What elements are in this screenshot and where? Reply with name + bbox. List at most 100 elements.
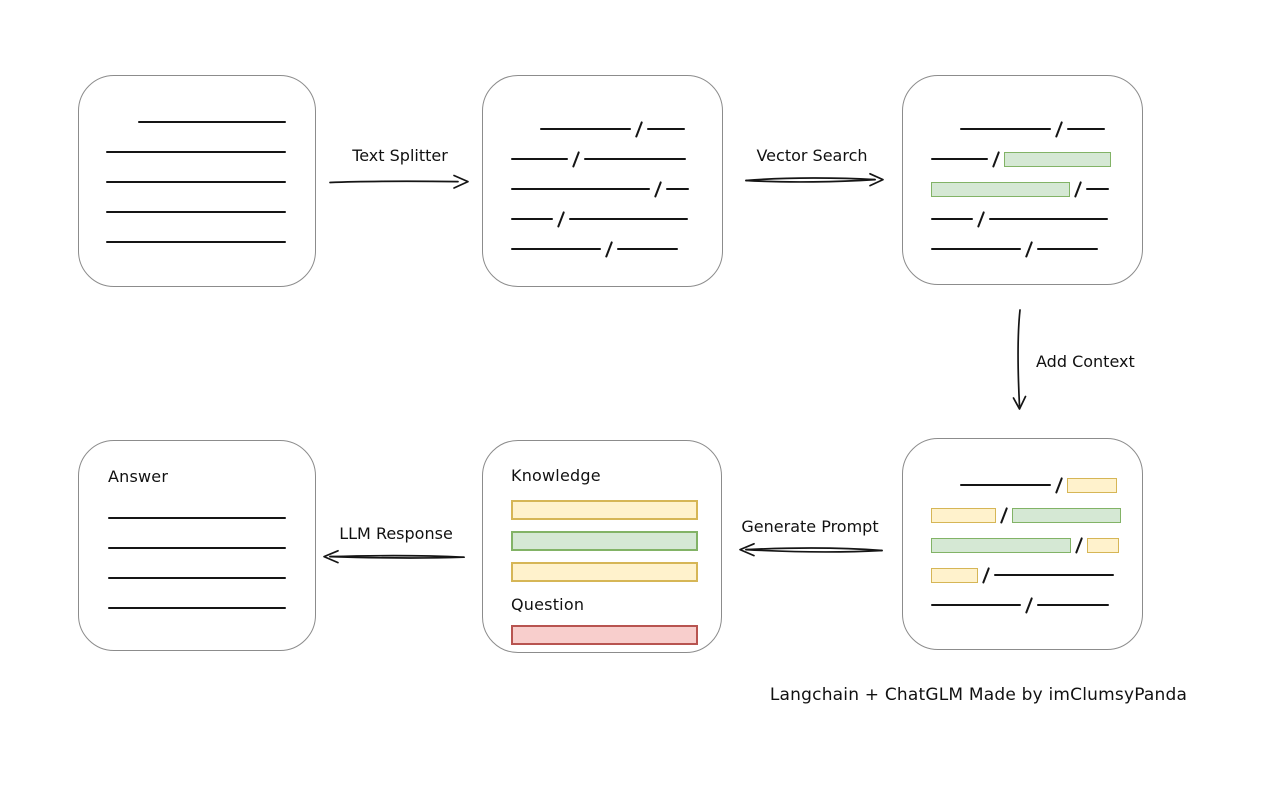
text-line bbox=[1037, 604, 1110, 606]
context-node bbox=[902, 438, 1143, 650]
chunk-separator bbox=[635, 120, 644, 138]
prompt-node: Knowledge Question bbox=[482, 440, 722, 653]
text-line bbox=[106, 211, 286, 213]
text-line bbox=[960, 484, 1051, 486]
chunk-row bbox=[106, 227, 315, 257]
indent-gap bbox=[931, 128, 960, 130]
llm-response-arrow: LLM Response bbox=[323, 524, 466, 566]
chunk-row bbox=[931, 204, 1142, 234]
chunk-row bbox=[511, 525, 721, 556]
text-line bbox=[138, 121, 286, 123]
chunk-row bbox=[106, 107, 315, 137]
chunk-row bbox=[106, 197, 315, 227]
generate-prompt-arrow: Generate Prompt bbox=[734, 517, 886, 559]
chunk-row bbox=[931, 114, 1142, 144]
indent-gap bbox=[931, 484, 960, 486]
chunk-row bbox=[931, 560, 1142, 590]
chunk-separator bbox=[982, 566, 991, 584]
chunk-separator bbox=[992, 150, 1001, 168]
text-line bbox=[989, 218, 1109, 220]
chunk-separator bbox=[557, 210, 566, 228]
chunk-separator bbox=[654, 180, 663, 198]
text-line bbox=[108, 517, 286, 519]
green-chunk-bar bbox=[511, 530, 698, 551]
add-context-label: Add Context bbox=[1036, 352, 1135, 371]
indent-gap bbox=[511, 128, 540, 130]
text-line bbox=[511, 188, 650, 190]
text-line bbox=[994, 574, 1115, 576]
add-context-arrow bbox=[1008, 308, 1032, 420]
text-line bbox=[108, 607, 286, 609]
chunk-row bbox=[511, 174, 722, 204]
chunk-row bbox=[931, 470, 1142, 500]
chunk-row bbox=[511, 204, 722, 234]
document-node bbox=[78, 75, 316, 287]
yellow-chunk-bar bbox=[511, 561, 698, 582]
chunk-separator bbox=[977, 210, 986, 228]
text-line bbox=[106, 181, 286, 183]
document-lines bbox=[106, 107, 315, 257]
text-line bbox=[647, 128, 686, 130]
green-chunk-bar bbox=[1012, 507, 1122, 523]
text-line bbox=[511, 248, 601, 250]
chunk-row bbox=[108, 593, 315, 623]
answer-heading: Answer bbox=[108, 467, 169, 486]
yellow-chunk-bar bbox=[931, 567, 978, 583]
text-splitter-arrow: Text Splitter bbox=[329, 146, 469, 191]
llm-response-label: LLM Response bbox=[339, 524, 453, 543]
chunk-row bbox=[106, 167, 315, 197]
chunk-row bbox=[931, 174, 1142, 204]
chunk-row bbox=[511, 234, 722, 264]
chunk-separator bbox=[1075, 536, 1084, 554]
green-chunk-bar bbox=[1004, 151, 1112, 167]
chunk-separator bbox=[572, 150, 581, 168]
answer-lines bbox=[108, 503, 315, 623]
chunk-separator bbox=[1025, 596, 1034, 614]
chunk-separator bbox=[605, 240, 614, 258]
knowledge-heading: Knowledge bbox=[511, 466, 601, 485]
text-line bbox=[617, 248, 679, 250]
text-line bbox=[1086, 188, 1110, 190]
chunk-separator bbox=[1025, 240, 1034, 258]
text-line bbox=[931, 248, 1021, 250]
chunk-separator bbox=[1000, 506, 1009, 524]
split-chunks-node bbox=[482, 75, 723, 287]
text-line bbox=[931, 604, 1021, 606]
chunk-row bbox=[931, 530, 1142, 560]
chunk-row bbox=[931, 234, 1142, 264]
text-line bbox=[511, 158, 568, 160]
vector-match-node bbox=[902, 75, 1143, 285]
generate-prompt-label: Generate Prompt bbox=[741, 517, 879, 536]
text-line bbox=[108, 547, 286, 549]
red-chunk-bar bbox=[511, 624, 698, 645]
arrow-left-icon bbox=[739, 542, 883, 557]
chunk-row bbox=[108, 563, 315, 593]
text-line bbox=[1067, 128, 1106, 130]
answer-node: Answer bbox=[78, 440, 316, 651]
credit-caption: Langchain + ChatGLM Made by imClumsyPand… bbox=[769, 685, 1188, 705]
green-chunk-bar bbox=[931, 181, 1070, 197]
chunk-row bbox=[511, 494, 721, 525]
chunk-row bbox=[511, 556, 721, 587]
text-splitter-label: Text Splitter bbox=[352, 146, 448, 165]
text-line bbox=[106, 151, 286, 153]
matched-chunk-lines bbox=[931, 114, 1142, 264]
text-line bbox=[931, 218, 973, 220]
text-line bbox=[569, 218, 689, 220]
chunk-row bbox=[108, 533, 315, 563]
text-line bbox=[1037, 248, 1099, 250]
vector-search-label: Vector Search bbox=[756, 146, 868, 165]
chunk-row bbox=[108, 503, 315, 533]
text-line bbox=[106, 241, 286, 243]
green-chunk-bar bbox=[931, 537, 1071, 553]
chunk-row bbox=[511, 619, 721, 650]
arrow-right-icon bbox=[745, 172, 884, 187]
text-line bbox=[960, 128, 1051, 130]
arrow-left-icon bbox=[323, 549, 465, 564]
chunk-row bbox=[931, 590, 1142, 620]
yellow-chunk-bar bbox=[931, 507, 996, 523]
text-line bbox=[666, 188, 690, 190]
question-bar bbox=[511, 619, 721, 650]
split-chunk-lines bbox=[511, 114, 722, 264]
